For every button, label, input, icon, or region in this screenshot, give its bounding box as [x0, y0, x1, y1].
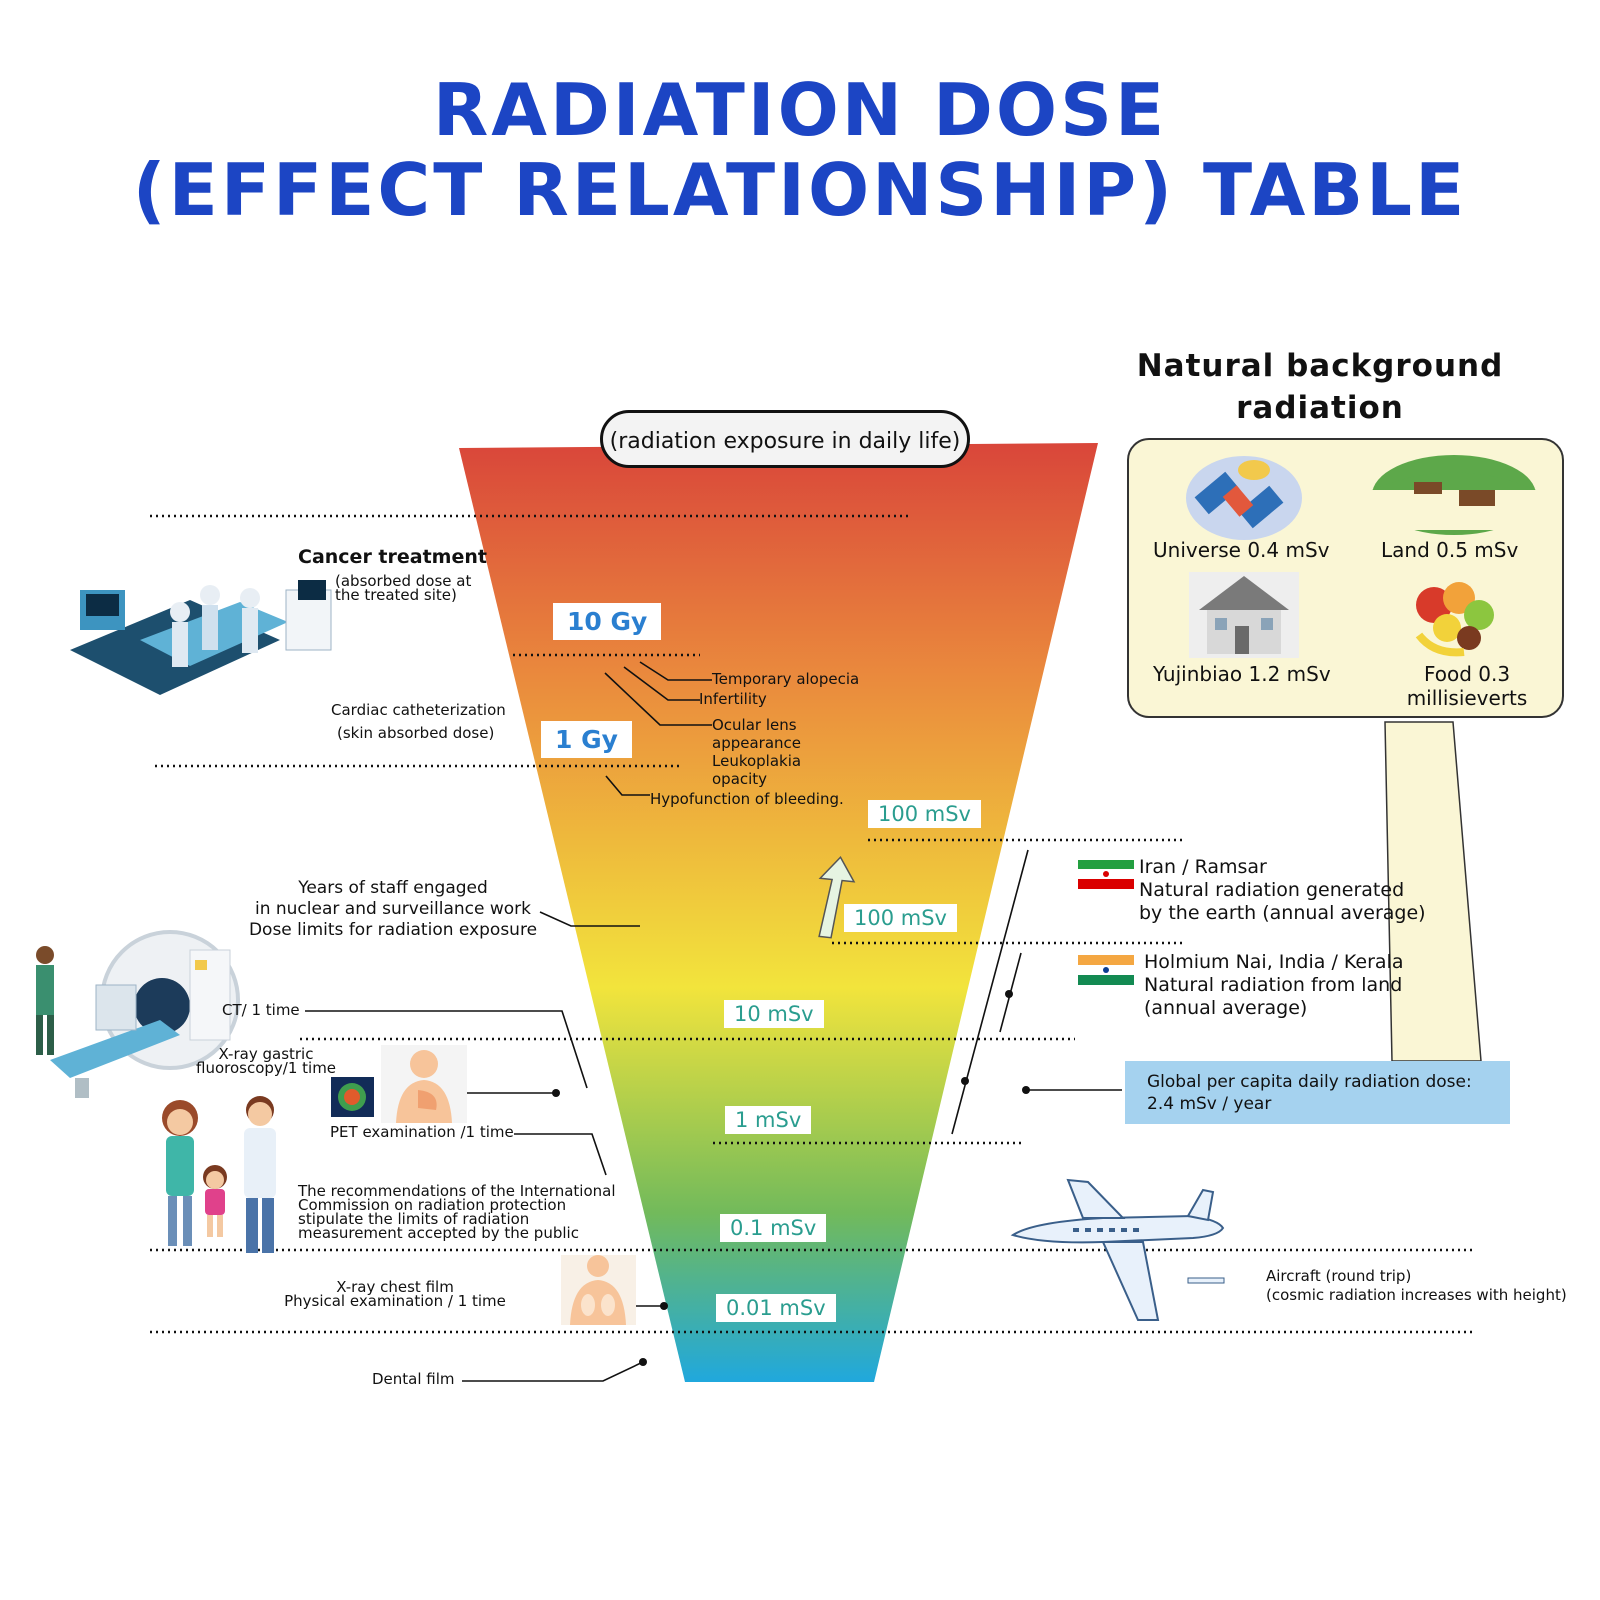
hospital-bed-illustration	[70, 580, 332, 695]
food-label: Food 0.3 millisieverts	[1406, 662, 1528, 710]
natural-radiation-icons	[1186, 455, 1536, 658]
natural-radiation-title: Natural background radiation	[1136, 348, 1504, 426]
family-illustration	[162, 1096, 276, 1253]
cardiac-label: Cardiac catheterization	[331, 701, 506, 719]
aircraft-label: Aircraft (round trip) (cosmic radiation …	[1266, 1267, 1567, 1304]
dose-100msv-lower: 100 mSv	[844, 904, 957, 932]
universe-label: Universe 0.4 mSv	[1153, 538, 1330, 562]
food-fruits-icon	[1415, 582, 1494, 657]
ct-scanner-illustration	[36, 930, 240, 1098]
dose-0-1msv: 0.1 mSv	[720, 1214, 827, 1242]
natural-radiation-box: Universe 0.4 mSv Land 0.5 mSv Yujinbiao …	[1127, 438, 1564, 718]
xray-gastric-label: X-ray gastric fluoroscopy/1 time	[196, 1045, 337, 1077]
leader-dots	[552, 990, 1030, 1366]
dotted-level-lines	[150, 514, 1475, 1334]
dose-100msv-upper: 100 mSv	[868, 800, 981, 828]
dental-film-label: Dental film	[372, 1370, 455, 1388]
ct-label: CT/ 1 time	[222, 1001, 300, 1019]
effect-infertility: Infertility	[699, 690, 767, 708]
cancer-treatment-title: Cancer treatment	[298, 546, 487, 568]
effect-bleeding: Hypofunction of bleeding.	[650, 790, 844, 808]
funnel-header: (radiation exposure in daily life)	[600, 410, 970, 468]
title-line-2: (EFFECT RELATIONSHIP) TABLE	[132, 148, 1468, 232]
house-icon	[1189, 572, 1299, 658]
dose-10gy: 10 Gy	[553, 603, 662, 640]
dose-1gy: 1 Gy	[541, 721, 632, 758]
staff-dose-label: Years of staff engaged in nuclear and su…	[248, 878, 538, 940]
land-label: Land 0.5 mSv	[1381, 538, 1519, 562]
up-arrow-icon	[818, 855, 856, 939]
global-dose-box: Global per capita daily radiation dose: …	[1125, 1061, 1510, 1124]
dose-0-01msv: 0.01 mSv	[716, 1294, 836, 1322]
dose-1msv: 1 mSv	[725, 1106, 812, 1134]
leader-lines	[305, 661, 1122, 1382]
effect-alopecia: Temporary alopecia	[712, 670, 860, 688]
iran-flag-icon	[1078, 860, 1134, 889]
satellite-icon	[1186, 456, 1302, 540]
iran-ramsar-label: Iran / Ramsar Natural radiation generate…	[1139, 856, 1426, 924]
house-label: Yujinbiao 1.2 mSv	[1153, 662, 1331, 686]
pet-scan-illustration	[331, 1045, 467, 1123]
icrp-label: The recommendations of the International…	[298, 1182, 616, 1242]
cancer-treatment-sub: (absorbed dose at the treated site)	[335, 572, 472, 604]
pet-label: PET examination /1 time	[330, 1123, 514, 1141]
land-horses-icon	[1372, 455, 1536, 535]
airplane-icon	[1010, 1178, 1225, 1321]
india-flag-icon	[1078, 955, 1134, 985]
india-kerala-label: Holmium Nai, India / Kerala Natural radi…	[1144, 951, 1404, 1019]
funnel-shape	[459, 443, 1098, 1382]
chest-xray-illustration	[561, 1255, 636, 1325]
dose-10msv: 10 mSv	[724, 1000, 824, 1028]
effect-lens: Ocular lens appearance Leukoplakia opaci…	[712, 716, 802, 788]
cardiac-sub-label: (skin absorbed dose)	[337, 724, 495, 742]
title-line-1: RADIATION DOSE	[432, 68, 1168, 152]
chest-xray-label: X-ray chest film Physical examination / …	[284, 1278, 506, 1310]
